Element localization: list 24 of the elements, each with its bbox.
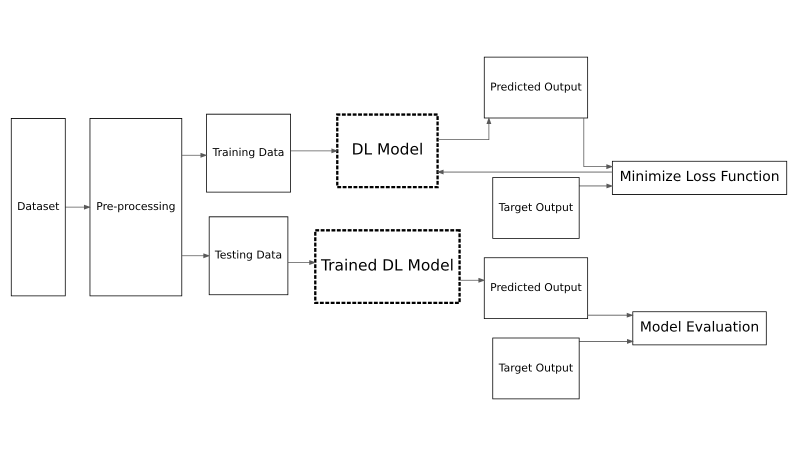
arrow — [182, 152, 208, 158]
node-box: Predicted Output — [484, 56, 588, 118]
arrow — [290, 148, 338, 154]
arrow — [579, 184, 614, 188]
node-box: Minimize Loss Function — [612, 160, 788, 195]
arrow — [459, 278, 486, 283]
arrow — [579, 339, 634, 344]
node-box: DL Model — [336, 113, 439, 188]
arrow — [288, 260, 316, 265]
node-box: Model Evaluation — [632, 311, 767, 346]
arrow — [182, 253, 210, 258]
arrow — [436, 170, 613, 174]
arrow — [65, 204, 91, 210]
arrow — [583, 118, 614, 170]
node-box: Testing Data — [208, 216, 288, 296]
node-box: Dataset — [10, 118, 66, 296]
node-box: Pre-processing — [90, 118, 182, 296]
node-box: Predicted Output — [484, 257, 588, 320]
node-box: Target Output — [492, 177, 580, 239]
arrow — [587, 312, 634, 318]
arrow — [437, 117, 492, 140]
node-box: Target Output — [492, 338, 580, 400]
node-box: Training Data — [206, 114, 291, 192]
node-box: Trained DL Model — [314, 229, 461, 304]
